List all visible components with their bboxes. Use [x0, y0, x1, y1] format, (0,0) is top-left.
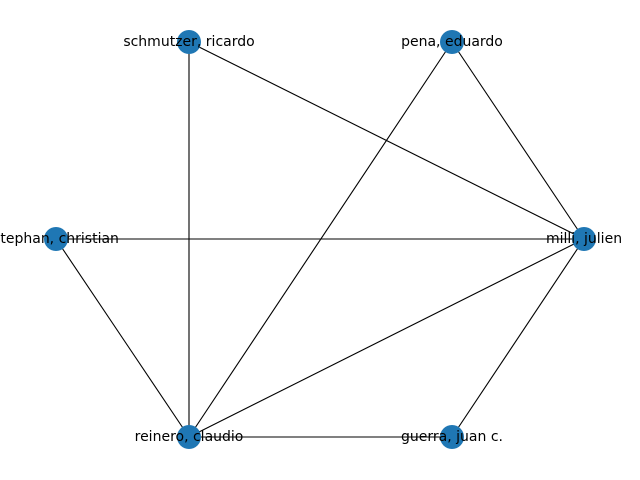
- edge-milli-guerra: [451, 238, 585, 438]
- labels-layer: schmutzer, ricardo pena, eduardo stephan, …: [0, 34, 622, 445]
- node-reinero: [177, 425, 201, 449]
- nodes-layer: [44, 30, 596, 449]
- node-label-stephan: stephan, christian: [0, 231, 119, 247]
- edges-layer: [55, 41, 585, 438]
- node-label-pena: pena, eduardo: [401, 34, 503, 50]
- node-label-guerra: guerra, juan c.: [401, 429, 503, 445]
- node-milli: [572, 227, 596, 251]
- node-label-reinero: reinero, claudio: [135, 429, 244, 445]
- node-label-schmutzer: schmutzer, ricardo: [123, 34, 254, 50]
- node-guerra: [440, 425, 464, 449]
- edge-milli-reinero: [188, 238, 585, 438]
- node-stephan: [44, 227, 68, 251]
- edge-stephan-reinero: [55, 238, 190, 438]
- node-label-milli: milli, julien: [546, 231, 622, 247]
- edge-pena-milli: [451, 41, 585, 240]
- node-schmutzer: [177, 30, 201, 54]
- node-pena: [440, 30, 464, 54]
